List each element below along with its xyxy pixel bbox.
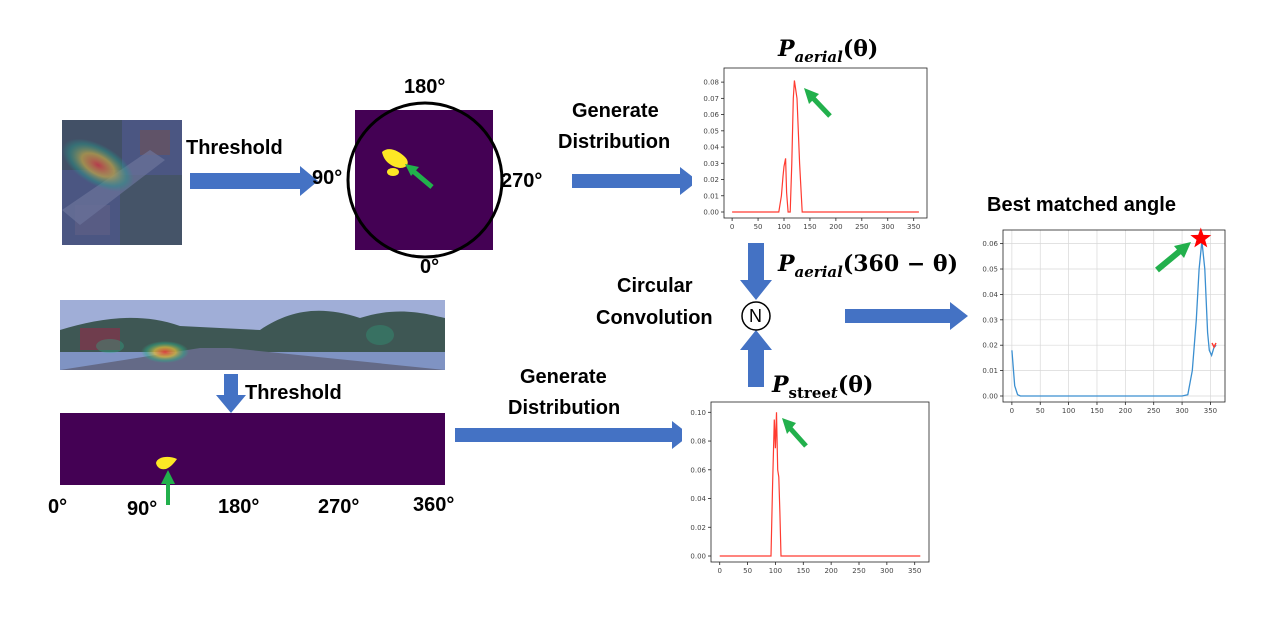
y-tick-label: 0.06 (690, 466, 706, 474)
x-tick-label: 300 (1175, 407, 1188, 415)
aerial-green-arrow (405, 164, 434, 189)
circular-label-1: Circular (617, 275, 693, 297)
street-panorama-image (60, 300, 445, 370)
y-tick-label: 0.00 (982, 393, 998, 401)
aerial-degree-top: 180° (404, 76, 446, 98)
orientation-circle (346, 101, 504, 259)
best-matched-label: Best matched angle (987, 194, 1176, 216)
street-degree-90: 90° (127, 498, 158, 520)
street-threshold-mask (60, 413, 445, 485)
street-green-arrow (161, 470, 175, 505)
circular-label-2: Convolution (596, 307, 713, 329)
chart-street-distribution: 0 50 100 150 200 250 300 350 0.00 0.02 0.04 0.06 0.0… (682, 398, 934, 575)
x-tick-label: 150 (1090, 407, 1103, 415)
x-tick-label: 50 (743, 567, 752, 575)
x-tick-label: 150 (803, 223, 816, 231)
chart-best-match: 0 50 100 150 200 250 300 350 0.00 0.01 0.02 0.03 0.0… (975, 225, 1230, 415)
y-tick-label: 0.06 (982, 240, 998, 248)
y-tick-label: 0.08 (703, 79, 719, 87)
formula-aerial: Paerial(θ) (778, 36, 879, 66)
y-tick-label: 0.04 (703, 144, 719, 152)
y-tick-label: 0.01 (982, 367, 998, 375)
arrow-generate-street (455, 421, 690, 449)
chart-a-green-arrow (804, 88, 832, 118)
y-tick-label: 0.00 (690, 553, 706, 561)
x-tick-label: 300 (880, 567, 893, 575)
x-tick-label: 200 (829, 223, 842, 231)
x-tick-label: 100 (777, 223, 790, 231)
y-tick-label: 0.04 (690, 495, 706, 503)
x-tick-label: 350 (908, 567, 921, 575)
arrow-to-result (845, 302, 968, 330)
y-tick-label: 0.04 (982, 291, 998, 299)
street-degree-180: 180° (218, 496, 260, 518)
arrow-down-to-conv (740, 243, 772, 300)
y-tick-label: 0.05 (982, 266, 998, 274)
y-tick-label: 0.07 (703, 95, 719, 103)
y-tick-label: 0.08 (690, 438, 706, 446)
formula-aerial-flipped: Paerial(360 − θ) (778, 251, 958, 281)
y-tick-label: 0.03 (982, 316, 998, 324)
x-tick-label: 200 (1119, 407, 1132, 415)
y-tick-label: 0.02 (982, 342, 998, 350)
aerial-degree-left: 90° (312, 167, 343, 189)
y-tick-label: 0.06 (703, 111, 719, 119)
chart-b-green-arrow (782, 418, 808, 448)
x-tick-label: 0 (717, 567, 721, 575)
x-tick-label: 150 (797, 567, 810, 575)
x-tick-label: 250 (855, 223, 868, 231)
y-tick-label: 0.10 (690, 409, 706, 417)
y-tick-label: 0.01 (703, 192, 719, 200)
generate-label-top-2: Distribution (558, 131, 671, 153)
aerial-degree-right: 270° (501, 170, 543, 192)
series-line (719, 412, 921, 557)
arrow-threshold-aerial (190, 166, 318, 196)
y-tick-label: 0.00 (703, 209, 719, 217)
threshold-label-bottom: Threshold (245, 382, 342, 404)
x-tick-label: 250 (1147, 407, 1160, 415)
convolution-operator-circle (741, 301, 771, 331)
series-line (1011, 241, 1217, 397)
x-tick-label: 100 (769, 567, 782, 575)
x-tick-label: 0 (730, 223, 734, 231)
arrow-threshold-street (216, 374, 246, 413)
threshold-label-top: Threshold (186, 137, 283, 159)
street-degree-360: 360° (413, 494, 455, 516)
y-tick-label: 0.02 (690, 524, 706, 532)
arrow-generate-aerial (572, 167, 698, 195)
aerial-degree-bottom: 0° (420, 256, 440, 278)
x-tick-label: 50 (1036, 407, 1045, 415)
chart-aerial-distribution: 0 50 100 150 200 250 300 350 0.00 0.01 0.02 0.03 0.0… (692, 62, 932, 232)
y-tick-label: 0.05 (703, 127, 719, 135)
y-tick-label: 0.02 (703, 176, 719, 184)
series-line (732, 80, 919, 213)
x-tick-label: 200 (824, 567, 837, 575)
x-tick-label: 350 (907, 223, 920, 231)
x-tick-label: 100 (1062, 407, 1075, 415)
aerial-heatmap-image (61, 120, 182, 245)
formula-street: Pstreet(θ) (772, 372, 874, 402)
generate-label-bottom-1: Generate (520, 366, 607, 388)
chart-c-green-arrow (1155, 242, 1191, 273)
y-tick-label: 0.03 (703, 160, 719, 168)
x-tick-label: 50 (754, 223, 763, 231)
generate-label-bottom-2: Distribution (508, 397, 621, 419)
x-tick-label: 250 (852, 567, 865, 575)
street-degree-0: 0° (48, 496, 68, 518)
generate-label-top-1: Generate (572, 100, 659, 122)
best-match-star-icon (1190, 227, 1212, 248)
x-tick-label: 300 (881, 223, 894, 231)
x-tick-label: 0 (1010, 407, 1014, 415)
arrow-up-to-conv (740, 330, 772, 387)
convolution-operator-label: N (749, 306, 762, 326)
street-degree-270: 270° (318, 496, 360, 518)
x-tick-label: 350 (1204, 407, 1217, 415)
